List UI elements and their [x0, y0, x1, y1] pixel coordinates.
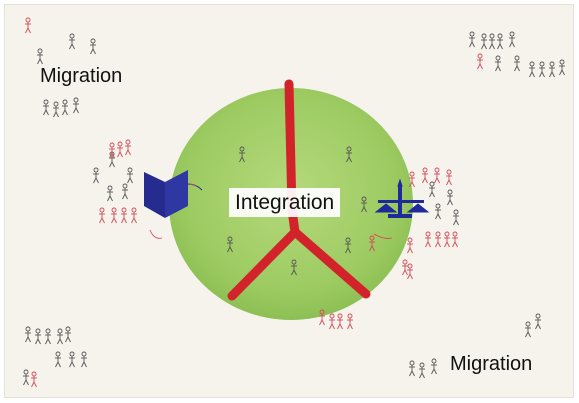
migration-label-top: Migration [40, 65, 123, 87]
book-icon [144, 170, 203, 218]
balance-scale-icon [374, 178, 430, 218]
arrows [149, 183, 393, 239]
migration-label-bottom: Migration [450, 353, 533, 375]
integration-label: Integration [229, 188, 341, 217]
